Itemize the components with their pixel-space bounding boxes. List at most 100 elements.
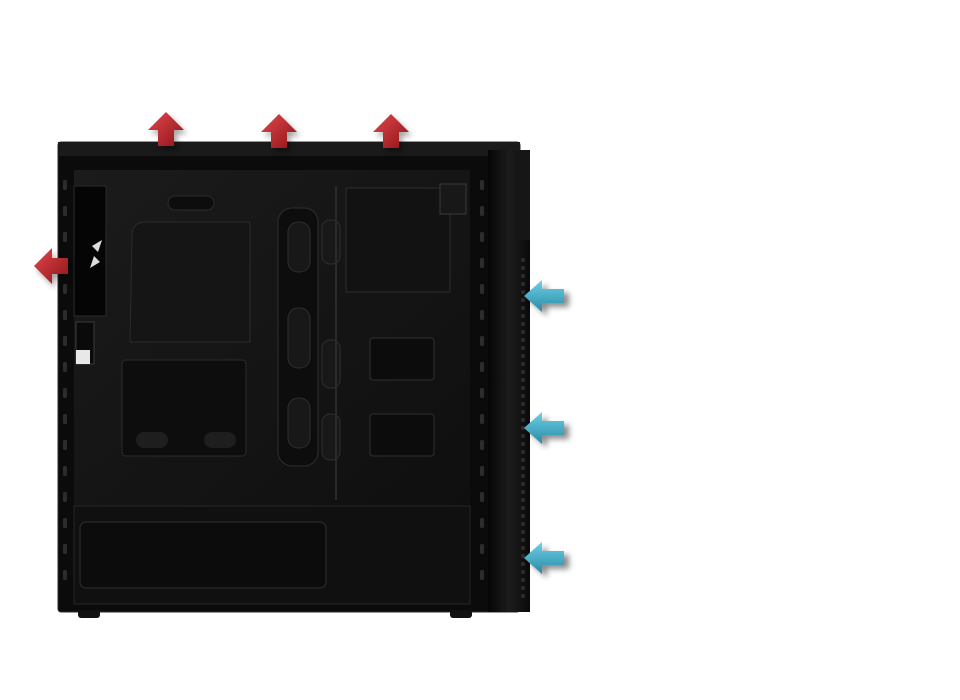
vent-slot bbox=[521, 506, 525, 510]
vent-slot bbox=[63, 310, 67, 320]
vent-slot bbox=[521, 378, 525, 382]
case-foot-left bbox=[78, 610, 100, 618]
vent-slot bbox=[63, 388, 67, 398]
front-rail-slots bbox=[480, 180, 484, 580]
vent-slot bbox=[521, 274, 525, 278]
vent-slot bbox=[521, 434, 525, 438]
vent-slot bbox=[63, 336, 67, 346]
vent-slot bbox=[521, 522, 525, 526]
exhaust-arrow-rear bbox=[34, 248, 71, 288]
vent-slot bbox=[63, 544, 67, 554]
vent-slot bbox=[521, 530, 525, 534]
vent-slot bbox=[521, 354, 525, 358]
grommet-3 bbox=[287, 397, 311, 449]
vent-slot bbox=[480, 180, 484, 190]
vent-slot bbox=[63, 206, 67, 216]
tray-hole-right bbox=[204, 432, 236, 448]
vent-slot bbox=[521, 418, 525, 422]
vent-slot bbox=[521, 458, 525, 462]
vent-slot bbox=[480, 544, 484, 554]
vent-slot bbox=[521, 578, 525, 582]
vent-slot bbox=[480, 362, 484, 372]
vent-slot bbox=[521, 442, 525, 446]
vent-slot bbox=[521, 346, 525, 350]
grommet-1 bbox=[287, 221, 311, 273]
vent-slot bbox=[521, 554, 525, 558]
pc-case bbox=[57, 141, 530, 618]
vent-slot bbox=[63, 232, 67, 242]
io-port bbox=[76, 350, 90, 364]
vent-slot bbox=[521, 538, 525, 542]
vent-slot bbox=[480, 206, 484, 216]
drive-bay-1 bbox=[369, 337, 435, 381]
vent-slot bbox=[521, 298, 525, 302]
vent-slot bbox=[521, 482, 525, 486]
vent-slot bbox=[521, 306, 525, 310]
airflow-arrows bbox=[34, 112, 569, 578]
cable-cutout-top bbox=[167, 195, 215, 211]
exhaust-arrow-top-2 bbox=[261, 114, 300, 152]
tray-hole-left bbox=[136, 432, 168, 448]
vent-slot bbox=[63, 518, 67, 528]
exhaust-arrow-top-1 bbox=[148, 112, 187, 150]
vent-slot bbox=[63, 492, 67, 502]
vent-slot bbox=[480, 310, 484, 320]
vent-slot bbox=[480, 388, 484, 398]
vent-slot bbox=[63, 466, 67, 476]
intake-arrow-front-3 bbox=[524, 542, 569, 578]
vent-slot bbox=[521, 450, 525, 454]
vent-slot bbox=[521, 338, 525, 342]
vent-slot bbox=[521, 562, 525, 566]
exhaust-arrow-top-3 bbox=[373, 114, 412, 152]
vent-slot bbox=[521, 258, 525, 262]
vent-slot bbox=[521, 282, 525, 286]
grommet-5 bbox=[321, 339, 341, 389]
vent-slot bbox=[480, 258, 484, 268]
vent-slot bbox=[480, 232, 484, 242]
vent-slot bbox=[521, 594, 525, 598]
front-mesh-vents bbox=[521, 258, 525, 598]
motherboard-tray bbox=[129, 221, 251, 343]
vent-slot bbox=[521, 394, 525, 398]
fan-logo-icon bbox=[90, 240, 102, 268]
vent-slot bbox=[480, 414, 484, 424]
vent-slot bbox=[521, 330, 525, 334]
vent-slot bbox=[480, 284, 484, 294]
vent-slot bbox=[63, 440, 67, 450]
vent-slot bbox=[521, 498, 525, 502]
vent-slot bbox=[521, 546, 525, 550]
vent-slot bbox=[521, 410, 525, 414]
vent-slot bbox=[521, 474, 525, 478]
drive-bay-2 bbox=[369, 413, 435, 457]
vent-slot bbox=[480, 336, 484, 346]
intake-arrow-front-1 bbox=[524, 280, 569, 316]
vent-slot bbox=[521, 514, 525, 518]
vent-slot bbox=[521, 586, 525, 590]
vent-slot bbox=[63, 284, 67, 294]
rear-fan bbox=[73, 185, 107, 317]
grommet-2 bbox=[287, 307, 311, 369]
vent-slot bbox=[480, 466, 484, 476]
drive-cage bbox=[345, 187, 451, 293]
vent-slot bbox=[521, 426, 525, 430]
intake-arrow-front-2 bbox=[524, 412, 569, 448]
vent-slot bbox=[521, 370, 525, 374]
vent-slot bbox=[521, 386, 525, 390]
vent-slot bbox=[480, 518, 484, 528]
case-foot-right bbox=[450, 610, 472, 618]
vent-slot bbox=[63, 180, 67, 190]
vent-slot bbox=[480, 570, 484, 580]
vent-slot bbox=[63, 362, 67, 372]
vent-slot bbox=[521, 402, 525, 406]
grommet-6 bbox=[321, 413, 341, 461]
rear-rail-slots bbox=[63, 180, 67, 580]
vent-slot bbox=[521, 314, 525, 318]
vent-slot bbox=[521, 466, 525, 470]
vent-slot bbox=[480, 440, 484, 450]
vent-slot bbox=[521, 570, 525, 574]
vent-slot bbox=[521, 266, 525, 270]
vent-slot bbox=[521, 322, 525, 326]
vent-slot bbox=[521, 362, 525, 366]
drive-bracket bbox=[439, 183, 467, 215]
